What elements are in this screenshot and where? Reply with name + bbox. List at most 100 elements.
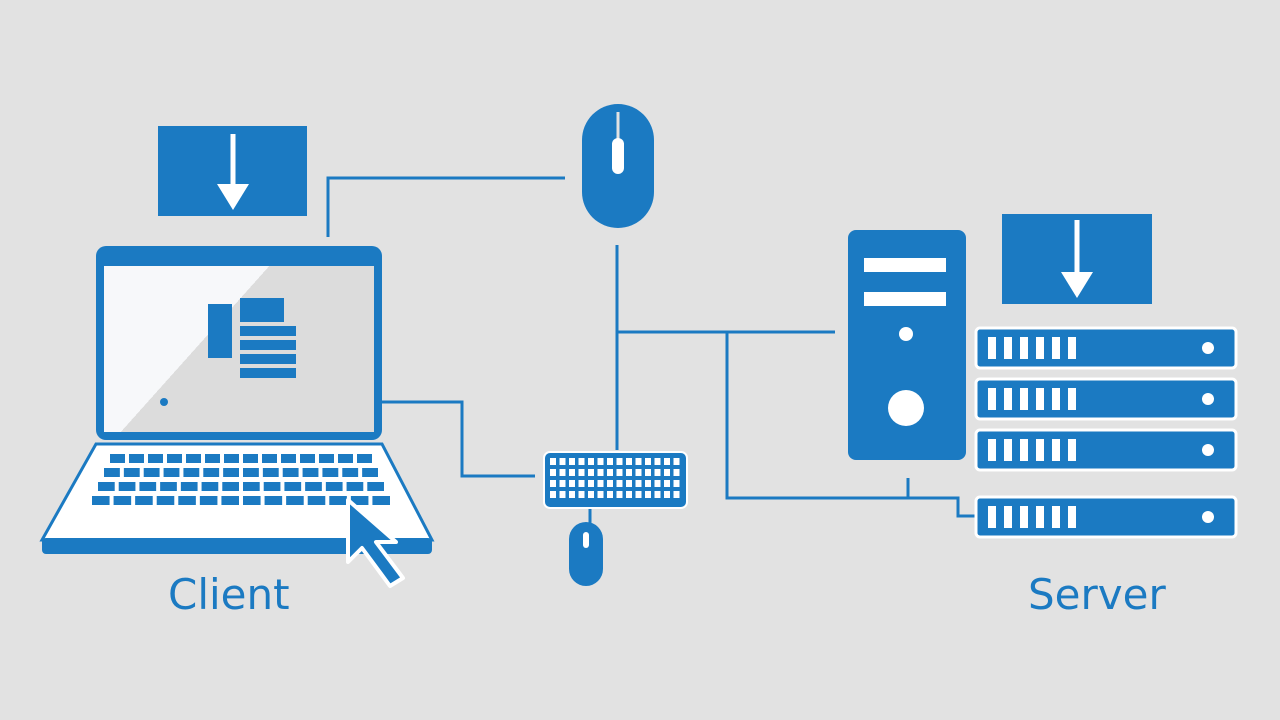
keyboard-key	[654, 458, 661, 465]
laptop-key	[139, 482, 157, 491]
keyboard-key	[645, 458, 651, 465]
laptop-key	[243, 496, 261, 505]
keyboard-key	[588, 458, 594, 465]
line-hub-to-rack	[725, 332, 975, 518]
laptop-key	[243, 468, 259, 477]
laptop-key	[284, 482, 302, 491]
keyboard-key	[673, 480, 680, 487]
download-arrow-icon	[217, 134, 249, 210]
laptop-key	[262, 468, 279, 477]
keyboard-key	[626, 469, 632, 476]
keyboard-key	[664, 480, 670, 487]
laptop-key	[346, 482, 364, 491]
laptop-key	[135, 496, 153, 505]
keyboard-key	[645, 480, 651, 487]
laptop-key	[243, 482, 260, 491]
rack-unit	[974, 428, 1238, 472]
keyboard-key	[559, 491, 566, 498]
laptop-key	[322, 468, 339, 477]
keyboard-key	[559, 458, 566, 465]
keyboard-key	[607, 469, 613, 476]
keyboard-key	[635, 469, 642, 476]
laptop-key	[205, 454, 220, 463]
keyboard-key	[626, 491, 632, 498]
laptop-key	[300, 454, 315, 463]
laptop-key	[281, 454, 296, 463]
keyboard-key	[550, 480, 556, 487]
client-download-box	[158, 126, 307, 216]
keyboard-key	[626, 458, 632, 465]
laptop-key	[367, 482, 384, 491]
keyboard-key	[569, 469, 575, 476]
keyboard-key	[635, 491, 642, 498]
keyboard-icon	[543, 451, 688, 509]
screen-connection-dot	[160, 398, 168, 406]
keyboard-key	[569, 480, 575, 487]
laptop-key	[167, 454, 182, 463]
keyboard-key	[616, 480, 623, 487]
keyboard-key	[550, 469, 556, 476]
laptop-key	[143, 468, 160, 477]
keyboard-key	[550, 491, 556, 498]
laptop-key	[342, 468, 359, 477]
keyboard-key	[654, 469, 661, 476]
cursor-arrow-icon	[346, 498, 405, 588]
keyboard-key	[607, 458, 613, 465]
laptop-keys	[92, 454, 390, 505]
keyboard-key	[654, 480, 661, 487]
laptop-key	[221, 496, 239, 505]
keyboard-key	[616, 458, 623, 465]
laptop-key	[203, 468, 220, 477]
keyboard-key	[550, 458, 556, 465]
laptop-key	[222, 482, 239, 491]
laptop-key	[98, 482, 115, 491]
rack-unit	[974, 377, 1238, 421]
keyboard-key	[673, 491, 680, 498]
keyboard-key	[597, 491, 604, 498]
keyboard-key	[578, 458, 585, 465]
keyboard-key	[626, 480, 632, 487]
laptop-key	[156, 496, 175, 505]
laptop-key	[305, 482, 322, 491]
laptop-key	[180, 482, 198, 491]
line-laptop-to-mouse	[326, 176, 565, 237]
laptop-key	[113, 496, 132, 505]
keyboard-key	[635, 458, 642, 465]
keyboard-key	[664, 469, 670, 476]
tower-server-icon	[848, 230, 966, 460]
laptop-key	[325, 482, 343, 491]
laptop-key	[160, 482, 177, 491]
rack-server-icon	[974, 326, 1238, 539]
laptop-key	[104, 468, 120, 477]
keyboard-key	[616, 469, 623, 476]
keyboard-key	[645, 491, 651, 498]
keyboard-key	[588, 491, 594, 498]
keyboard-key	[673, 458, 680, 465]
laptop-key	[307, 496, 326, 505]
rack-unit	[974, 495, 1238, 539]
keyboard-key	[578, 480, 585, 487]
keyboard-key	[664, 458, 670, 465]
keyboard-key	[578, 491, 585, 498]
keyboard-key	[559, 469, 566, 476]
laptop-key	[129, 454, 144, 463]
laptop-key	[186, 454, 201, 463]
laptop-key	[223, 468, 239, 477]
laptop-key	[282, 468, 299, 477]
laptop-key	[123, 468, 140, 477]
keyboard-keys	[550, 458, 680, 498]
laptop-key	[178, 496, 196, 505]
keyboard-key	[578, 469, 585, 476]
laptop-key	[199, 496, 218, 505]
keyboard-key	[673, 469, 680, 476]
server-download-box	[1002, 214, 1152, 304]
keyboard-key	[597, 480, 604, 487]
keyboard-key	[559, 480, 566, 487]
laptop-key	[243, 454, 258, 463]
server-label: Server	[1028, 570, 1166, 619]
keyboard-key	[607, 491, 613, 498]
laptop-key	[286, 496, 304, 505]
laptop-key	[183, 468, 200, 477]
laptop-key	[338, 454, 353, 463]
